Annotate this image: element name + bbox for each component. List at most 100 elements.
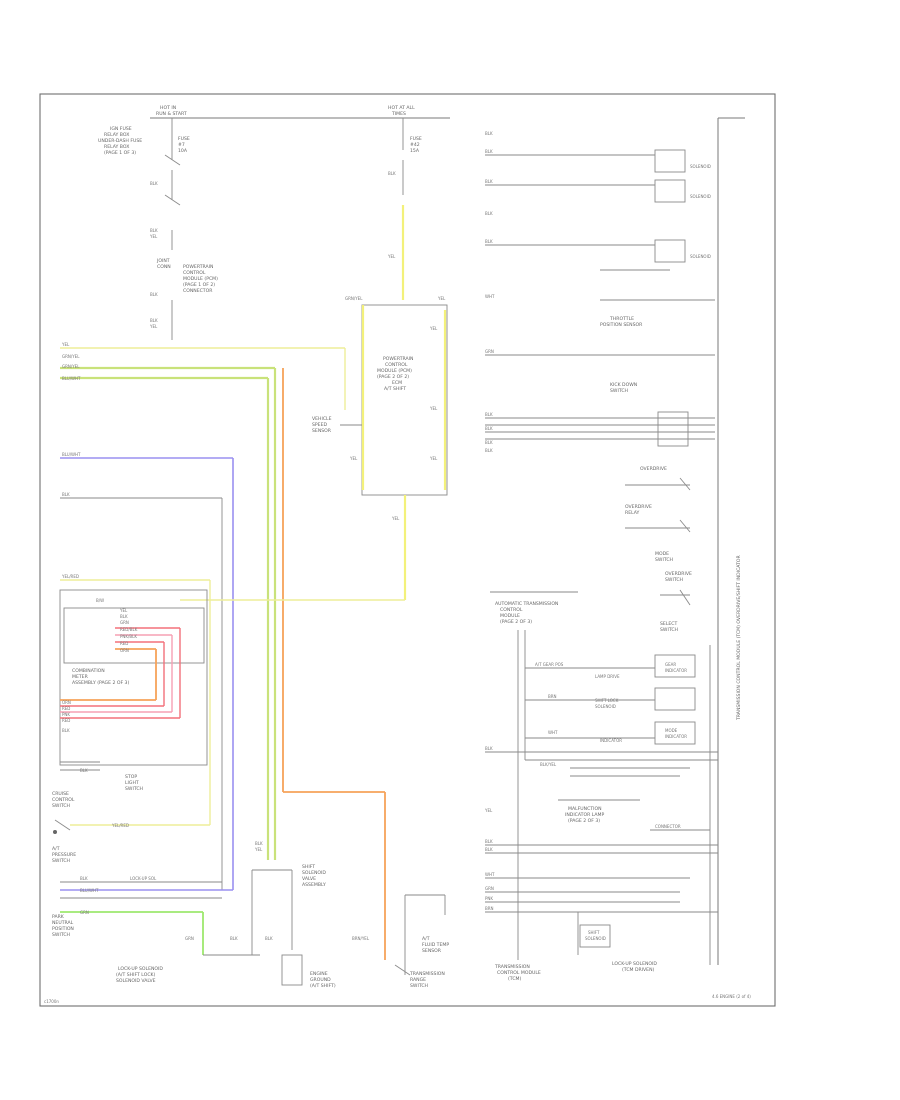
svg-text:BLK: BLK bbox=[485, 746, 493, 751]
svg-text:WHT: WHT bbox=[548, 730, 558, 735]
svg-text:PRESSURE: PRESSURE bbox=[52, 852, 76, 858]
svg-text:(TCM): (TCM) bbox=[508, 976, 521, 982]
label-ind-lamp: INDICATOR bbox=[600, 738, 622, 743]
label-throttle: THROTTLE bbox=[609, 316, 634, 322]
svg-text:FLUID TEMP: FLUID TEMP bbox=[422, 942, 449, 948]
fluid-temp-sensor: A/T FLUID TEMP SENSOR TRANSMISSION RANGE… bbox=[394, 894, 449, 989]
wire-bus-left: YEL GRN/YEL GRN/YEL BLU/WHT BLU/WHT BLK … bbox=[60, 342, 405, 960]
svg-text:BLK: BLK bbox=[485, 131, 493, 136]
svg-text:WHT: WHT bbox=[485, 872, 495, 877]
svg-text:RANGE: RANGE bbox=[410, 977, 426, 983]
footer-right: 4.6 ENGINE (2 of 4) bbox=[712, 994, 751, 999]
label-kick-down: KICK DOWN bbox=[610, 382, 637, 388]
label-tcm-bottom: TRANSMISSION bbox=[494, 964, 530, 970]
label-hot-run-right: HOT AT ALL bbox=[388, 105, 415, 111]
svg-text:(A/T SHIFT LOCK): (A/T SHIFT LOCK) bbox=[116, 972, 156, 978]
label-fuse-left: FUSE bbox=[178, 136, 190, 142]
label-lockup-sol-right: LOCK-UP SOLENOID bbox=[612, 961, 657, 967]
svg-text:BLK: BLK bbox=[485, 847, 493, 852]
svg-text:#42: #42 bbox=[410, 142, 420, 148]
svg-text:(A/T SHIFT): (A/T SHIFT) bbox=[310, 983, 336, 989]
svg-text:YEL: YEL bbox=[254, 847, 263, 852]
footer-left: c1700n bbox=[44, 999, 59, 1004]
svg-text:UNDER-DASH FUSE: UNDER-DASH FUSE bbox=[98, 138, 142, 144]
svg-text:INDICATOR: INDICATOR bbox=[665, 668, 687, 673]
svg-text:CONTROL MODULE: CONTROL MODULE bbox=[497, 970, 541, 976]
svg-text:SHIFT: SHIFT bbox=[588, 930, 600, 935]
svg-text:LIGHT: LIGHT bbox=[125, 780, 139, 786]
svg-text:GRN: GRN bbox=[485, 349, 494, 354]
svg-text:GEAR: GEAR bbox=[665, 662, 676, 667]
svg-text:PNK: PNK bbox=[485, 896, 493, 901]
svg-text:SHIFT LOCK: SHIFT LOCK bbox=[595, 698, 619, 703]
svg-text:BLK: BLK bbox=[80, 768, 88, 773]
label-fuse-box-left: IGN FUSE bbox=[110, 126, 132, 132]
svg-text:BLK: BLK bbox=[485, 149, 493, 154]
svg-text:SWITCH: SWITCH bbox=[665, 577, 683, 583]
svg-text:SOLENOID: SOLENOID bbox=[302, 870, 326, 876]
svg-text:ASSEMBLY (PAGE 2 OF 3): ASSEMBLY (PAGE 2 OF 3) bbox=[72, 680, 129, 686]
svg-text:SWITCH: SWITCH bbox=[52, 803, 70, 809]
svg-text:SOLENOID: SOLENOID bbox=[595, 704, 616, 709]
svg-text:POSITION: POSITION bbox=[52, 926, 74, 932]
svg-text:SOLENOID VALVE: SOLENOID VALVE bbox=[116, 978, 156, 984]
label-shift-solenoid: SHIFT bbox=[302, 864, 315, 870]
label-gauge: COMBINATION bbox=[72, 668, 105, 674]
svg-text:RED: RED bbox=[62, 718, 70, 723]
svg-text:YEL: YEL bbox=[349, 456, 358, 461]
svg-text:ASSEMBLY: ASSEMBLY bbox=[302, 882, 326, 888]
svg-text:MODE: MODE bbox=[665, 728, 678, 733]
label-jc1: JOINT bbox=[156, 258, 170, 264]
diagram-frame bbox=[39, 93, 776, 1007]
bottom-center-components: SHIFT SOLENOID VALVE ASSEMBLY BLK YEL BL… bbox=[116, 841, 370, 989]
label-stop-switch: STOP bbox=[125, 774, 137, 780]
svg-text:(PAGE 1 OF 2): (PAGE 1 OF 2) bbox=[183, 282, 215, 288]
svg-text:B/W: B/W bbox=[96, 598, 104, 603]
svg-text:SWITCH: SWITCH bbox=[52, 932, 70, 938]
svg-text:SOLENOID: SOLENOID bbox=[690, 164, 711, 169]
svg-text:BLK: BLK bbox=[485, 440, 493, 445]
svg-text:YEL: YEL bbox=[437, 296, 446, 301]
svg-text:YEL: YEL bbox=[429, 456, 438, 461]
svg-text:GRN/YEL: GRN/YEL bbox=[62, 354, 80, 359]
svg-text:GRN: GRN bbox=[80, 910, 89, 915]
label-ol-relay: OVERDRIVE bbox=[625, 504, 652, 510]
svg-text:YEL: YEL bbox=[387, 254, 396, 259]
svg-text:RELAY BOX: RELAY BOX bbox=[104, 132, 129, 138]
svg-text:MODULE (PCM): MODULE (PCM) bbox=[377, 368, 412, 374]
svg-text:BLK: BLK bbox=[485, 211, 493, 216]
fuse-section-center: HOT AT ALL TIMES FUSE #42 15A BLK YEL bbox=[387, 105, 422, 300]
svg-text:BLK: BLK bbox=[388, 171, 396, 176]
svg-text:MODULE: MODULE bbox=[500, 613, 520, 619]
svg-text:YEL/RED: YEL/RED bbox=[111, 823, 129, 828]
fuse-section-left: HOT IN RUN & START IGN FUSE RELAY BOX UN… bbox=[98, 105, 450, 340]
svg-text:YEL: YEL bbox=[149, 324, 158, 329]
svg-text:BLK: BLK bbox=[150, 181, 158, 186]
svg-text:YEL/RED: YEL/RED bbox=[61, 574, 79, 579]
label-gnd-left: ENGINE bbox=[310, 971, 328, 977]
svg-text:CONN: CONN bbox=[157, 264, 171, 270]
svg-text:ORN: ORN bbox=[120, 648, 129, 653]
tcm-inputs-right: BLK BLK BLK BLK BLK SOLENOID SOLENOID SO… bbox=[485, 117, 745, 965]
label-park-neutral: PARK bbox=[52, 914, 65, 920]
svg-text:A/T GEAR POS: A/T GEAR POS bbox=[535, 662, 564, 667]
svg-text:YEL: YEL bbox=[119, 608, 128, 613]
svg-text:YEL: YEL bbox=[484, 808, 493, 813]
svg-text:LAMP DRIVE: LAMP DRIVE bbox=[595, 674, 620, 679]
svg-text:INDICATOR: INDICATOR bbox=[665, 734, 687, 739]
svg-text:(PAGE 2 OF 2): (PAGE 2 OF 2) bbox=[377, 374, 409, 380]
svg-text:SWITCH: SWITCH bbox=[610, 388, 628, 394]
svg-text:SENSOR: SENSOR bbox=[422, 948, 442, 954]
svg-text:BLK: BLK bbox=[265, 936, 273, 941]
svg-text:BLK: BLK bbox=[230, 936, 238, 941]
combination-meter-box: COMBINATION METER ASSEMBLY (PAGE 2 OF 3)… bbox=[59, 589, 208, 766]
svg-text:(TCM DRIVEN): (TCM DRIVEN) bbox=[622, 967, 655, 973]
label-tcm-head: AUTOMATIC TRANSMISSION bbox=[495, 601, 558, 607]
svg-text:CONNECTOR: CONNECTOR bbox=[183, 288, 213, 294]
svg-text:GRN/YEL: GRN/YEL bbox=[62, 364, 80, 369]
svg-text:GRN: GRN bbox=[185, 936, 194, 941]
svg-text:RELAY BOX: RELAY BOX bbox=[104, 144, 129, 150]
svg-text:TIMES: TIMES bbox=[391, 111, 406, 117]
svg-text:BLK: BLK bbox=[485, 412, 493, 417]
svg-text:SWITCH: SWITCH bbox=[125, 786, 143, 792]
